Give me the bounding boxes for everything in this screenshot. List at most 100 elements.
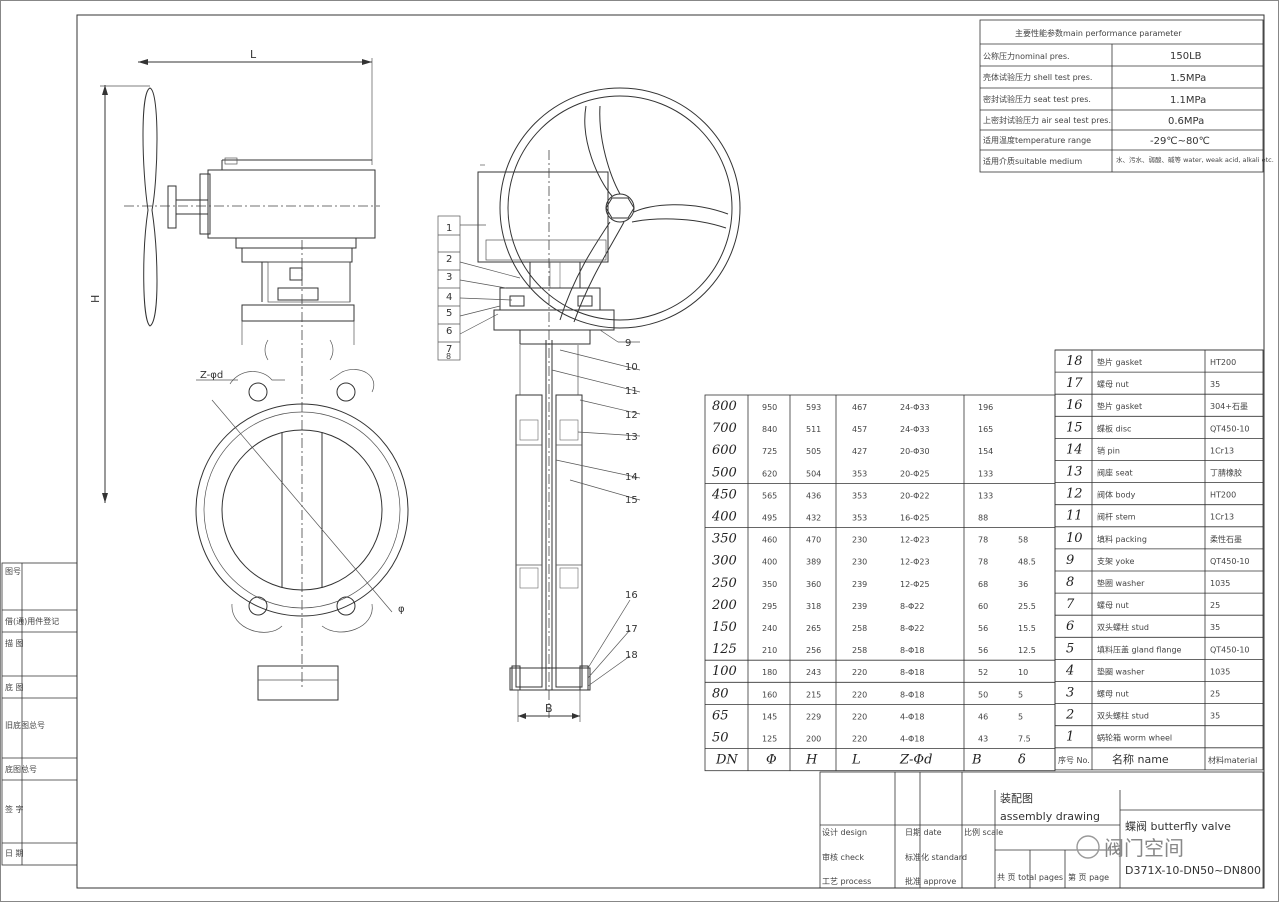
dim-row-dn: 80 <box>712 686 729 701</box>
param-label: 适用介质suitable medium <box>983 156 1082 166</box>
dim-cell: 56 <box>978 624 988 633</box>
design-label: 设计 design <box>822 827 867 837</box>
part-no: 13 <box>1066 465 1083 480</box>
part-name: 垫圈 washer <box>1097 578 1145 588</box>
side-view: L H <box>89 48 409 701</box>
dim-cell: 220 <box>852 690 867 699</box>
dim-cell: 265 <box>806 624 821 633</box>
dim-cell: 470 <box>806 536 821 545</box>
strip-label: 签 字 <box>5 804 24 814</box>
callout: 9 <box>625 338 631 349</box>
dim-cell: 7.5 <box>1018 735 1031 744</box>
dim-L: L <box>250 48 257 61</box>
dim-cell: 505 <box>806 447 821 456</box>
dim-cell: 12.5 <box>1018 646 1036 655</box>
param-value: 水、污水、弱酸、碱等 water, weak acid, alkali etc. <box>1116 155 1274 164</box>
dim-cell: 8-Φ22 <box>900 602 924 611</box>
dim-cell: 154 <box>978 447 993 456</box>
callout: 6 <box>446 326 452 337</box>
dim-row-dn: 500 <box>712 465 737 480</box>
callout: 10 <box>625 362 638 373</box>
dim-cell: 25.5 <box>1018 602 1036 611</box>
callout: 5 <box>446 308 452 319</box>
dim-cell: 5 <box>1018 690 1023 699</box>
part-name: 双头螺柱 stud <box>1097 622 1149 632</box>
dim-row-dn: 350 <box>712 532 737 547</box>
date-label: 日期 date <box>905 828 942 837</box>
part-no: 9 <box>1066 553 1074 568</box>
dim-cell: 504 <box>806 469 821 478</box>
dim-cell: 56 <box>978 646 988 655</box>
dim-cell: 436 <box>806 491 821 500</box>
param-label: 密封试验压力 seat test pres. <box>983 94 1091 104</box>
dim-cell: 432 <box>806 514 821 523</box>
dim-row-dn: 700 <box>712 421 737 436</box>
callout: 12 <box>625 410 638 421</box>
part-no: 12 <box>1066 487 1083 502</box>
dim-cell: 58 <box>1018 536 1028 545</box>
dim-cell: 353 <box>852 469 867 478</box>
dim-cell: 78 <box>978 558 988 567</box>
dim-cell: 48.5 <box>1018 558 1036 567</box>
part-material: HT200 <box>1210 491 1236 500</box>
dim-header: L <box>851 753 861 768</box>
front-section-view: B <box>477 87 741 722</box>
dim-cell: 239 <box>852 602 867 611</box>
part-material: 1035 <box>1210 579 1230 588</box>
dim-cell: 215 <box>806 690 821 699</box>
dim-cell: 511 <box>806 425 821 434</box>
dim-cell: 495 <box>762 514 777 523</box>
param-label: 公称压力nominal pres. <box>983 51 1070 61</box>
dim-cell: 133 <box>978 469 993 478</box>
dim-row-dn: 50 <box>712 731 729 746</box>
part-name: 阀杆 stem <box>1097 512 1136 522</box>
dim-cell: 353 <box>852 491 867 500</box>
callout: 13 <box>625 432 638 443</box>
dim-cell: 239 <box>852 580 867 589</box>
strip-label: 日 期 <box>5 849 24 858</box>
dim-cell: 565 <box>762 491 777 500</box>
callout: 4 <box>446 292 452 303</box>
logo-icon <box>1076 835 1100 859</box>
dim-cell: 220 <box>852 712 867 721</box>
param-value: 1.5MPa <box>1170 73 1206 84</box>
dim-cell: 133 <box>978 491 993 500</box>
dim-cell: 10 <box>1018 668 1028 677</box>
strip-label: 描 图 <box>5 638 24 648</box>
strip-label: 底 图 <box>5 682 24 692</box>
callouts-right: 9 10 11 12 13 14 15 16 17 18 <box>551 329 641 687</box>
callout: 3 <box>446 272 452 283</box>
part-no: 6 <box>1066 619 1074 634</box>
part-name: 填料压盖 gland flange <box>1097 644 1182 654</box>
dim-cell: 165 <box>978 425 993 434</box>
part-name: 垫片 gasket <box>1097 357 1142 367</box>
dim-cell: 125 <box>762 735 777 744</box>
dim-B: B <box>545 702 553 715</box>
dim-row-dn: 450 <box>711 487 737 502</box>
dim-cell: 24-Φ33 <box>900 425 930 434</box>
dim-cell: 43 <box>978 735 988 744</box>
dim-cell: 78 <box>978 536 988 545</box>
dim-H: H <box>89 295 102 303</box>
approve-label: 批准 approve <box>905 876 956 886</box>
drawing-name-en: assembly drawing <box>1000 810 1100 823</box>
dim-cell: 240 <box>762 624 777 633</box>
dim-row-dn: 800 <box>712 399 737 414</box>
dim-cell: 427 <box>852 447 867 456</box>
dim-cell: 220 <box>852 735 867 744</box>
dim-cell: 457 <box>852 425 867 434</box>
part-name: 阀座 seat <box>1097 468 1133 478</box>
dim-cell: 20-Φ30 <box>900 447 930 456</box>
part-material: 25 <box>1210 690 1220 699</box>
part-name: 阀体 body <box>1097 490 1136 500</box>
dim-row-dn: 65 <box>712 708 729 723</box>
dim-cell: 20-Φ25 <box>900 469 930 478</box>
strip-label: 借(通)用件登记 <box>5 616 59 626</box>
model-number: D371X-10-DN50~DN800 <box>1125 864 1261 877</box>
part-material: 35 <box>1210 712 1220 721</box>
part-name: 垫片 gasket <box>1097 401 1142 411</box>
dim-zd: Z-φd <box>200 370 223 381</box>
part-no: 5 <box>1066 641 1074 656</box>
